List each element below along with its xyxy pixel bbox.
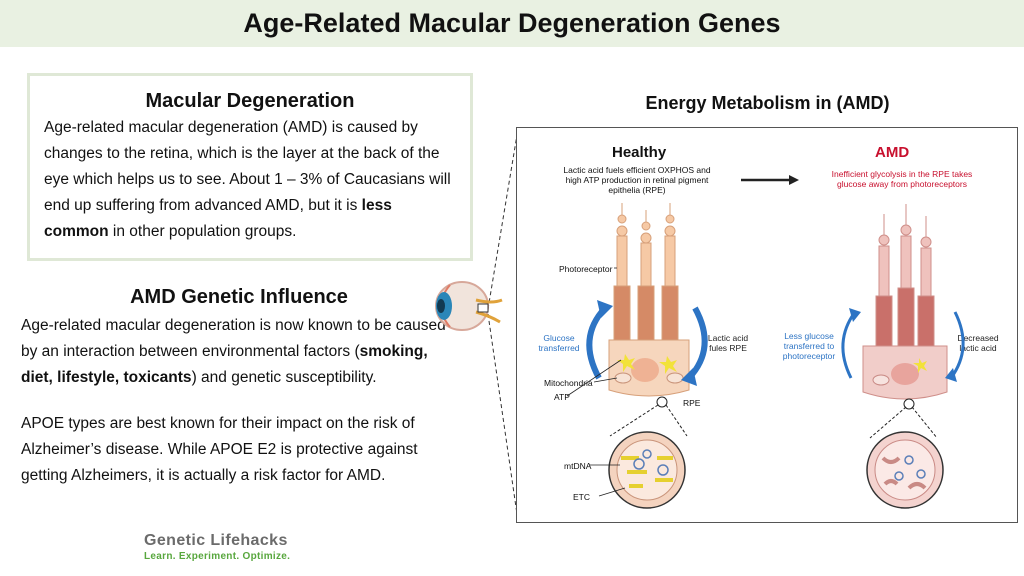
amd-left-arrow-label: Less glucose transferred to photorecepto… <box>782 331 836 361</box>
label-mitochondria: Mitochondria <box>544 378 593 388</box>
transition-arrow-icon <box>741 175 799 185</box>
healthy-cycle-arrows-icon <box>586 305 708 381</box>
amd-right-arrow-label: Decreased lactic acid <box>957 333 999 353</box>
amd-cycle-arrows-icon <box>841 311 965 379</box>
genetic-paragraph-1: Age-related macular degeneration is now … <box>21 313 451 391</box>
title-bar: Age-Related Macular Degeneration Genes <box>0 0 1024 47</box>
amd-rpe-cell <box>862 345 948 410</box>
energy-metabolism-panel: Healthy Lactic acid fuels efficient OXPH… <box>516 127 1018 523</box>
macular-heading: Macular Degeneration <box>145 90 355 112</box>
genetic-lifehacks-logo: Genetic Lifehacks Learn. Experiment. Opt… <box>144 532 290 562</box>
healthy-photoreceptor-cells <box>613 203 679 357</box>
macular-text-part2: in other population groups. <box>108 223 297 240</box>
healthy-rpe-cell <box>608 339 690 408</box>
macular-degeneration-box: Macular Degeneration Age-related macular… <box>27 73 473 261</box>
label-rpe: RPE <box>683 398 701 408</box>
amd-heading: AMD <box>875 144 910 161</box>
genetic-p1-bold: smoking, diet, lifestyle, toxicants <box>21 343 428 386</box>
label-etc: ETC <box>573 492 590 502</box>
healthy-right-arrow-label: Lactic acid fules RPE <box>707 333 749 353</box>
genetic-p1-part2: ) and genetic susceptibility. <box>191 369 377 386</box>
macular-text-part1: Age-related macular degeneration (AMD) i… <box>44 119 451 214</box>
logo-line2: Learn. Experiment. Optimize. <box>144 551 291 562</box>
page-title: Age-Related Macular Degeneration Genes <box>243 8 781 38</box>
amd-caption: Inefficient glycolysis in the RPE takes … <box>831 169 973 189</box>
genetic-p1-part1: Age-related macular degeneration is now … <box>21 317 446 360</box>
energy-title: Energy Metabolism in (AMD) <box>645 93 890 113</box>
macular-text: Age-related macular degeneration (AMD) i… <box>44 115 456 245</box>
label-atp: ATP <box>554 392 570 402</box>
healthy-caption: Lactic acid fuels efficient OXPHOS and h… <box>563 165 711 195</box>
healthy-left-arrow-label: Glucose transferred <box>538 333 580 353</box>
metabolism-diagram <box>566 175 965 509</box>
amd-photoreceptor-cells <box>875 204 935 357</box>
healthy-heading: Healthy <box>612 144 667 161</box>
macular-text-bold: less common <box>44 197 392 240</box>
amd-mitochondria-zoom <box>866 406 944 509</box>
label-photoreceptor: Photoreceptor <box>559 264 613 274</box>
eye-icon <box>435 281 503 331</box>
genetic-heading: AMD Genetic Influence <box>130 286 348 308</box>
genetic-paragraph-2: APOE types are best known for their impa… <box>21 415 418 484</box>
logo-line1: Genetic Lifehacks <box>144 532 288 549</box>
healthy-mitochondria-zoom <box>608 404 688 509</box>
label-mtdna: mtDNA <box>564 461 592 471</box>
